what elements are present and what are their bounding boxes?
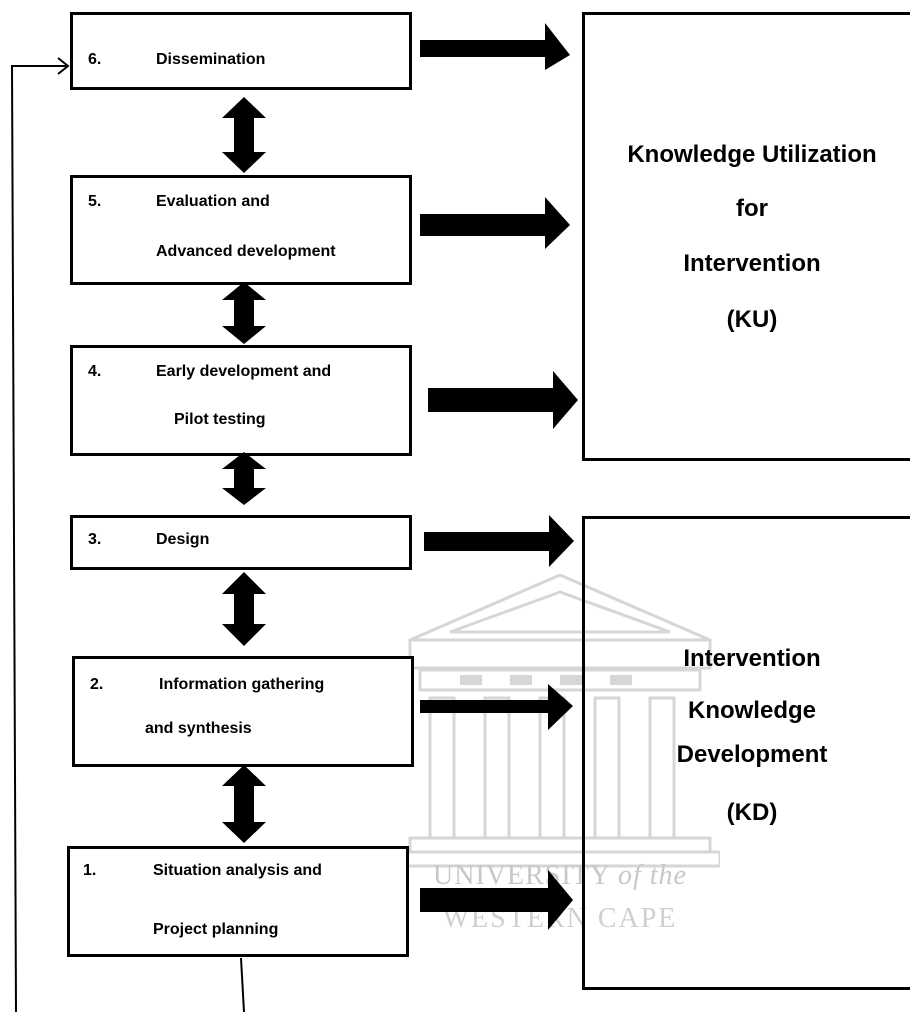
- kd-line-3: Development: [676, 741, 828, 768]
- double-arrow-2-1: [222, 765, 266, 843]
- university-watermark-logo: [400, 573, 720, 868]
- stage-2-label-line-1: Information gathering: [159, 676, 325, 693]
- double-arrow-4-3: [222, 452, 266, 505]
- double-arrow-5-4: [222, 282, 266, 344]
- stage-4-label-line-1: Early development and: [156, 363, 332, 380]
- double-arrow-6-5: [222, 97, 266, 173]
- arrow-right-stage-1: [420, 870, 573, 930]
- feedback-loop-line: [10, 65, 66, 1012]
- stage-4-label-line-2: Pilot testing: [174, 411, 266, 428]
- kd-line-2: Knowledge: [687, 697, 816, 724]
- stage-5-number: 5.: [88, 193, 102, 210]
- stage-1-situation-analysis-box: 1. Situation analysis and Project planni…: [67, 846, 409, 957]
- ku-line-2: for: [736, 195, 768, 222]
- stage-1-down-connector: [240, 957, 245, 1012]
- double-arrow-3-2: [222, 572, 266, 646]
- stage-2-label-line-2: and synthesis: [145, 720, 252, 737]
- stage-5-label-line-2: Advanced development: [156, 243, 336, 260]
- stage-1-number: 1.: [83, 862, 97, 879]
- stage-1-label-line-1: Situation analysis and: [153, 862, 322, 879]
- arrow-right-stage-6: [420, 23, 570, 70]
- arrow-right-stage-5: [420, 197, 570, 249]
- stage-2-information-gathering-box: 2. Information gathering and synthesis: [72, 656, 414, 767]
- watermark-text-university: UNIVERSITY of the: [433, 860, 687, 891]
- kd-line-1: Intervention: [683, 645, 821, 672]
- knowledge-utilization-box: Knowledge Utilization for Intervention (…: [582, 12, 910, 461]
- kd-line-4: (KD): [726, 799, 778, 826]
- stage-1-label-line-2: Project planning: [153, 921, 279, 938]
- ku-line-3: Intervention: [683, 250, 821, 277]
- arrow-right-stage-3: [424, 515, 574, 567]
- arrow-right-stage-4: [428, 371, 578, 429]
- ku-line-1: Knowledge Utilization: [627, 141, 877, 168]
- stage-4-early-development-box: 4. Early development and Pilot testing: [70, 345, 412, 456]
- ku-line-4: (KU): [726, 306, 778, 333]
- stage-5-label-line-1: Evaluation and: [156, 193, 270, 210]
- knowledge-development-box: Intervention Knowledge Development (KD): [582, 516, 910, 990]
- stage-6-dissemination-box: 6. Dissemination: [70, 12, 412, 90]
- feedback-arrowhead: [57, 57, 70, 75]
- stage-3-design-box: 3. Design: [70, 515, 412, 570]
- stage-6-number: 6.: [88, 51, 102, 68]
- stage-6-label: Dissemination: [156, 51, 266, 68]
- stage-4-number: 4.: [88, 363, 102, 380]
- stage-3-number: 3.: [88, 531, 102, 548]
- stage-3-label: Design: [156, 531, 210, 548]
- stage-2-number: 2.: [90, 676, 104, 693]
- stage-5-evaluation-box: 5. Evaluation and Advanced development: [70, 175, 412, 285]
- arrow-right-stage-2: [420, 684, 573, 730]
